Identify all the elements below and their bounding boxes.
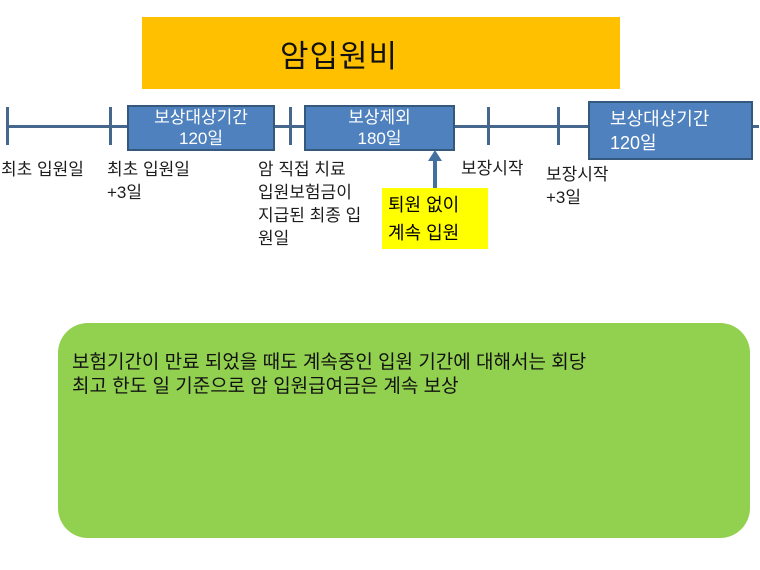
period-box-line1: 보상제외: [348, 108, 411, 127]
continuous-stay-callout: 퇴원 없이 계속 입원: [382, 188, 488, 249]
period-box-line2: 180일: [357, 129, 402, 148]
period-box-exclusion: 보상제외 180일: [304, 105, 455, 151]
timeline-tick-coverage-start: [487, 107, 490, 145]
timeline-tick-first-admission: [6, 107, 9, 145]
milestone-label-last-paid-admission: 암 직접 치료 입원보험금이 지급된 최종 입 원일: [258, 160, 362, 248]
period-box-line2: 120일: [178, 129, 223, 148]
timeline-tick-first-admission-plus3: [109, 107, 112, 145]
milestone-label-first-admission: 최초 입원일: [1, 160, 84, 179]
up-arrow-stem: [433, 160, 437, 189]
milestone-label-coverage-start: 보장시작: [461, 159, 524, 178]
period-box-line1: 보상대상기간: [610, 108, 710, 129]
note-box: 보험기간이 만료 되었을 때도 계속중인 입원 기간에 대해서는 회당 최고 한…: [58, 323, 750, 538]
page-title: 암입원비: [279, 38, 399, 74]
title-banner: 암입원비: [142, 17, 620, 89]
period-box-coverage-2: 보상대상기간 120일: [588, 101, 753, 160]
period-box-line1: 보상대상기간: [154, 108, 248, 127]
up-arrow-icon: [428, 150, 442, 161]
period-box-line2: 120일: [610, 132, 657, 153]
timeline-tick-last-paid-admission: [289, 107, 292, 145]
milestone-label-coverage-start-plus3: 보장시작 +3일: [546, 165, 609, 207]
timeline-tick-coverage-start-plus3: [557, 107, 560, 145]
period-box-coverage-1: 보상대상기간 120일: [127, 105, 275, 151]
note-text: 보험기간이 만료 되었을 때도 계속중인 입원 기간에 대해서는 회당 최고 한…: [72, 352, 587, 397]
milestone-label-first-admission-plus3: 최초 입원일 +3일: [107, 160, 190, 202]
